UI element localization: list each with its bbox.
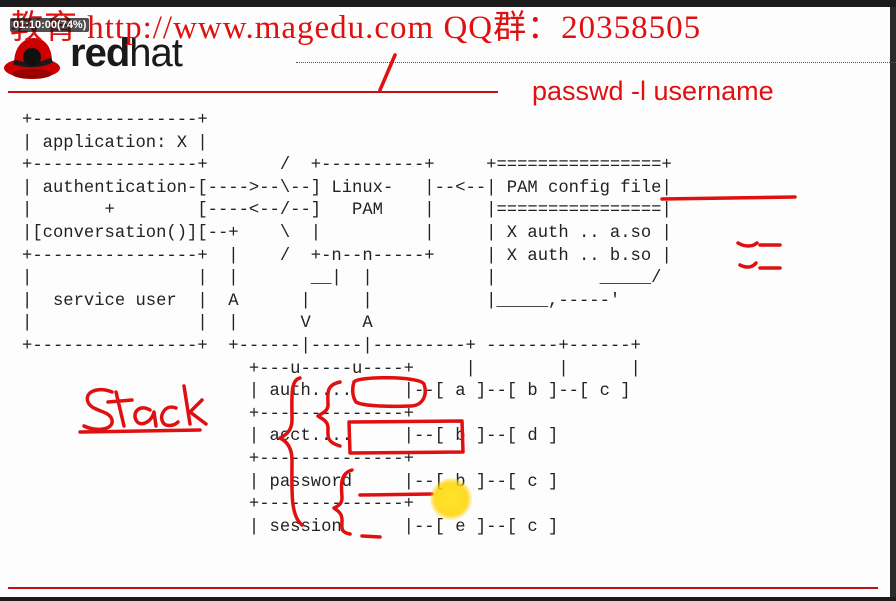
- slide-header-dotted-line: [296, 62, 896, 63]
- window-right-edge: [890, 7, 896, 601]
- pen-underline-config-file: [660, 195, 797, 201]
- slide-header-rule: [8, 91, 498, 93]
- pen-underline-a: [736, 241, 759, 248]
- playback-timestamp: 01:10:00(74%): [10, 18, 90, 32]
- pam-ascii-diagram: +----------------+ | application: X | +-…: [22, 111, 672, 537]
- pen-stroke-slash: [378, 53, 397, 92]
- pen-underline-b: [738, 261, 758, 269]
- brand-light: hat: [129, 31, 183, 75]
- command-annotation: passwd -l username: [532, 76, 774, 106]
- redhat-shadowman-icon: [4, 38, 60, 79]
- window-top-bar: [0, 0, 896, 7]
- slide-footer-rule: [8, 587, 878, 589]
- brand-bold: red: [70, 31, 130, 75]
- pen-underline-so: [758, 243, 782, 270]
- window-bottom-bar: [0, 597, 896, 601]
- redhat-logo: redhat: [2, 28, 222, 83]
- site-watermark: 教育 http://www.magedu.com QQ群：20358505: [10, 10, 702, 46]
- cursor-highlight: [430, 478, 472, 520]
- redhat-wordmark: redhat: [70, 30, 183, 76]
